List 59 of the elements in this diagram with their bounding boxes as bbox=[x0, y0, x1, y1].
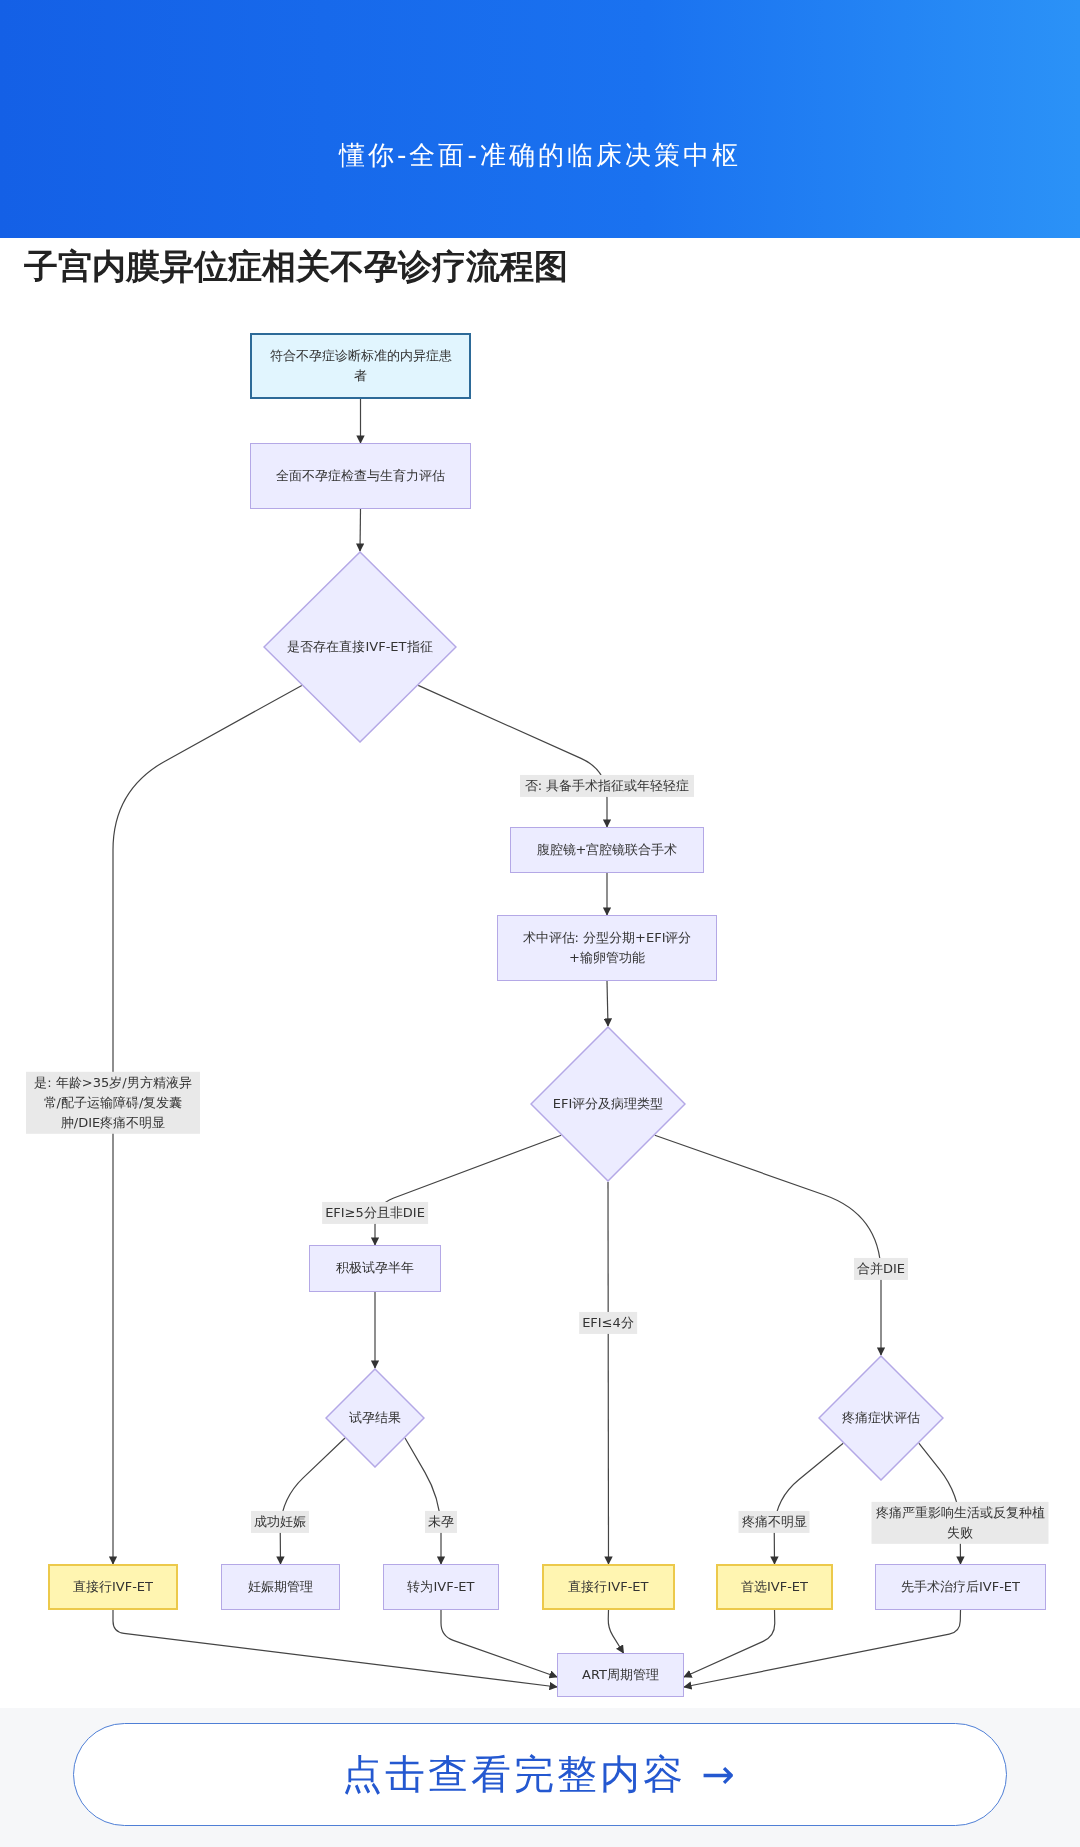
arrow bbox=[604, 1181, 613, 1565]
node-label: 是否存在直接IVF-ET指征 bbox=[287, 637, 433, 656]
process-box bbox=[48, 1564, 178, 1610]
edge-label: EFI≤4分 bbox=[579, 1311, 637, 1335]
arrow bbox=[417, 684, 612, 828]
edge-label: EFI≥5分且非DIE bbox=[322, 1201, 428, 1225]
edge-label: 未孕 bbox=[425, 1510, 457, 1534]
node-label: 先手术治疗后IVF-ET bbox=[900, 1577, 1021, 1596]
node-label: 腹腔镜+宫腔镜联合手术 bbox=[536, 840, 678, 859]
arrow bbox=[683, 1609, 776, 1678]
node-label: 积极试孕半年 bbox=[336, 1259, 414, 1278]
node-label: 首选IVF-ET bbox=[740, 1577, 809, 1596]
process-box bbox=[250, 443, 471, 509]
node-label: 转为IVF-ET bbox=[407, 1577, 475, 1596]
arrow bbox=[108, 684, 303, 1565]
decision-diamond bbox=[325, 1368, 425, 1468]
node-label: 妊娠期管理 bbox=[248, 1577, 313, 1596]
page-title: 子宫内膜异位症相关不孕诊疗流程图 bbox=[24, 245, 568, 288]
arrow bbox=[356, 398, 365, 444]
node-label: 全面不孕症检查与生育力评估 bbox=[276, 466, 445, 485]
edge-label: 成功妊娠 bbox=[251, 1510, 309, 1534]
process-box bbox=[497, 915, 717, 981]
edge-label: 是: 年龄>35岁/男方精液异常/配子运输障碍/复发囊肿/DIE疼痛不明显 bbox=[26, 1071, 200, 1135]
arrow bbox=[370, 1134, 562, 1246]
edge-label: 否: 具备手术指征或年轻轻症 bbox=[520, 774, 694, 798]
process-box bbox=[557, 1653, 684, 1697]
arrow bbox=[602, 872, 612, 916]
edge-label: 疼痛不明显 bbox=[738, 1510, 810, 1534]
process-box bbox=[221, 1564, 340, 1610]
process-box bbox=[875, 1564, 1046, 1610]
decision-diamond bbox=[818, 1355, 944, 1481]
edge-label: 疼痛严重影响生活或反复种植失败 bbox=[871, 1501, 1049, 1545]
process-box bbox=[716, 1564, 833, 1610]
view-full-content-button: 点击查看完整内容 → bbox=[73, 1723, 1007, 1826]
process-box bbox=[309, 1245, 441, 1292]
process-box bbox=[542, 1564, 675, 1610]
arrow bbox=[370, 1291, 380, 1369]
node-label: 试孕结果 bbox=[349, 1408, 401, 1427]
node-label: EFI评分及病理类型 bbox=[552, 1094, 664, 1113]
node-label: ART周期管理 bbox=[582, 1665, 659, 1684]
node-label: 疼痛症状评估 bbox=[842, 1408, 920, 1427]
process-box bbox=[510, 827, 704, 873]
arrow bbox=[654, 1134, 886, 1356]
arrow bbox=[603, 980, 613, 1027]
decision-diamond bbox=[263, 551, 457, 743]
process-box bbox=[250, 333, 471, 399]
node-label: 术中评估: 分型分期+EFI评分+输卵管功能 bbox=[521, 928, 693, 967]
edge-label: 合并DIE bbox=[853, 1257, 909, 1281]
node-label: 直接行IVF-ET bbox=[568, 1577, 649, 1596]
process-box bbox=[383, 1564, 499, 1610]
arrow bbox=[355, 508, 365, 552]
node-label: 符合不孕症诊断标准的内异症患者 bbox=[268, 346, 453, 385]
node-label: 直接行IVF-ET bbox=[72, 1577, 154, 1596]
decision-diamond bbox=[530, 1026, 686, 1182]
arrow bbox=[683, 1609, 962, 1690]
tagline: 懂你-全面-准确的临床决策中枢 bbox=[337, 139, 742, 172]
arrow bbox=[112, 1609, 558, 1691]
arrow bbox=[440, 1609, 558, 1679]
arrow bbox=[607, 1609, 625, 1654]
